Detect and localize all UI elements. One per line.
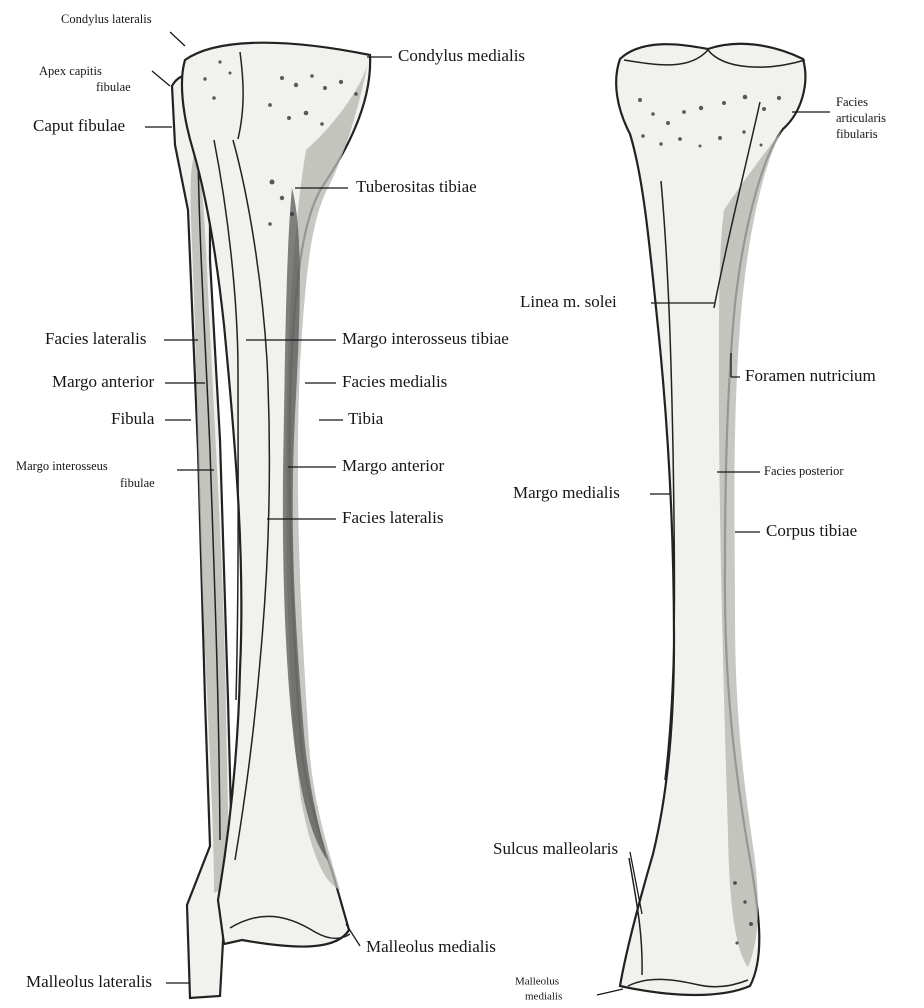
- label-malleolus-medialis-right-line-1: Malleolus: [515, 976, 559, 988]
- posterior-tibia-shadow: [719, 130, 782, 967]
- label-margo-interosseus-fibulae-line-1: Margo interosseus: [16, 459, 108, 473]
- right-posterior-view: [616, 44, 805, 995]
- label-malleolus-medialis-right-line-2: medialis: [525, 991, 562, 1003]
- label-tibia: Tibia: [348, 409, 384, 428]
- label-linea-m-solei: Linea m. solei: [520, 292, 617, 311]
- left-anterior-view: [172, 43, 370, 998]
- label-caput-fibulae: Caput fibulae: [33, 116, 125, 135]
- leader-condylus-lateralis: [170, 32, 185, 46]
- leader-apex-capitis-fibulae: [152, 71, 170, 86]
- label-facies-articularis-fibularis-line-1: Facies: [836, 95, 868, 109]
- label-facies-articularis-fibularis-line-3: fibularis: [836, 127, 878, 141]
- label-apex-capitis-fibulae-line-2: fibulae: [96, 80, 131, 94]
- label-tuberositas-tibiae: Tuberositas tibiae: [356, 177, 477, 196]
- label-apex-capitis-fibulae-line-1: Apex capitis: [39, 64, 102, 78]
- label-facies-posterior: Facies posterior: [764, 464, 844, 478]
- label-facies-lateralis-left: Facies lateralis: [45, 329, 147, 348]
- label-corpus-tibiae: Corpus tibiae: [766, 521, 857, 540]
- label-margo-interosseus-tibiae: Margo interosseus tibiae: [342, 329, 509, 348]
- label-condylus-medialis: Condylus medialis: [398, 46, 525, 65]
- label-fibula: Fibula: [111, 409, 155, 428]
- label-margo-anterior-left: Margo anterior: [52, 372, 154, 391]
- label-margo-interosseus-fibulae-line-2: fibulae: [120, 476, 155, 490]
- label-margo-medialis: Margo medialis: [513, 483, 620, 502]
- label-facies-articularis-fibularis-line-2: articularis: [836, 111, 886, 125]
- leader-malleolus-medialis-right: [597, 989, 623, 995]
- label-sulcus-malleolaris: Sulcus malleolaris: [493, 839, 618, 858]
- label-condylus-lateralis: Condylus lateralis: [61, 12, 152, 26]
- label-malleolus-medialis-left: Malleolus medialis: [366, 937, 496, 956]
- label-malleolus-lateralis: Malleolus lateralis: [26, 972, 152, 991]
- label-facies-lateralis-right: Facies lateralis: [342, 508, 444, 527]
- label-margo-anterior-right: Margo anterior: [342, 456, 444, 475]
- posterior-tibia-bone: [616, 44, 805, 995]
- leader-sulcus-malleolaris: [630, 852, 642, 914]
- label-facies-medialis: Facies medialis: [342, 372, 447, 391]
- label-foramen-nutricium: Foramen nutricium: [745, 366, 876, 385]
